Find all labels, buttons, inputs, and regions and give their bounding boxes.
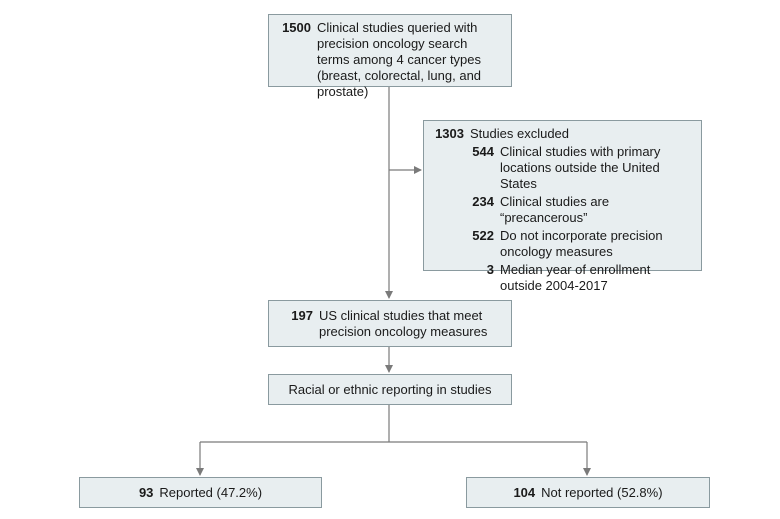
box-not-reported: 104 Not reported (52.8%) — [466, 477, 710, 508]
box-reported: 93 Reported (47.2%) — [79, 477, 322, 508]
reporting-text: Racial or ethnic reporting in studies — [288, 381, 492, 397]
queried-count: 1500 — [282, 20, 311, 35]
box-racial-ethnic-reporting: Racial or ethnic reporting in studies — [268, 374, 512, 405]
excluded-item-text: Clinical studies are “precancerous” — [500, 194, 610, 225]
excluded-text: Studies excluded — [470, 126, 570, 141]
reported-text: Reported (47.2%) — [159, 484, 263, 500]
included-count: 197 — [291, 308, 313, 323]
excluded-item-count: 234 — [472, 194, 494, 209]
box-included-studies: 197 US clinical studies that meet precis… — [268, 300, 512, 347]
reported-count: 93 — [138, 484, 154, 500]
excluded-item-text: Median year of enrollment outside 2004-2… — [500, 262, 651, 293]
not-reported-count: 104 — [513, 484, 536, 500]
excluded-item-count: 3 — [486, 262, 494, 277]
excluded-count: 1303 — [435, 126, 464, 141]
excluded-item-count: 522 — [472, 228, 494, 243]
excluded-item-text: Do not incorporate precision oncology me… — [500, 228, 663, 259]
not-reported-text: Not reported (52.8%) — [541, 484, 663, 500]
included-text: US clinical studies that meet precision … — [319, 308, 488, 339]
excluded-item-text: Clinical studies with primary locations … — [500, 144, 661, 191]
excluded-item-count: 544 — [472, 144, 494, 159]
box-queried-studies: 1500 Clinical studies queried with preci… — [268, 14, 512, 99]
box-excluded-studies: 1303 Studies excluded 544 Clinical studi… — [423, 120, 702, 293]
queried-text: Clinical studies queried with precision … — [317, 20, 482, 99]
